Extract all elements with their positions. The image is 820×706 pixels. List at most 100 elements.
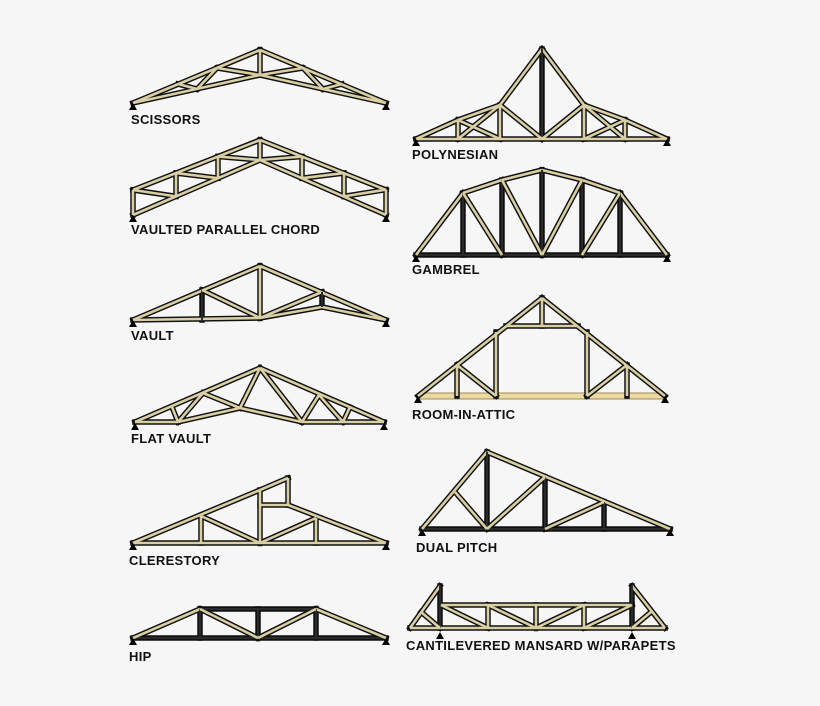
truss-member	[217, 155, 261, 162]
support-icon	[412, 255, 420, 262]
truss-member	[318, 394, 344, 423]
truss-member	[132, 158, 261, 217]
truss-member	[456, 363, 497, 398]
truss-member	[341, 406, 352, 423]
truss-member	[259, 138, 387, 192]
truss-member	[580, 192, 622, 256]
truss-member	[238, 367, 262, 409]
truss-member	[134, 366, 261, 424]
truss-member	[259, 476, 289, 492]
truss-member	[177, 406, 241, 424]
truss-member	[200, 514, 261, 545]
label-cantilevered-mansard: CANTILEVERED MANSARD W/PARAPETS	[406, 638, 676, 653]
truss-member	[322, 82, 343, 91]
support-icon	[380, 423, 388, 430]
truss-member	[175, 171, 219, 180]
truss-member	[300, 394, 321, 423]
truss-member	[461, 192, 504, 256]
truss-member	[457, 118, 501, 141]
truss-member	[544, 500, 605, 531]
support-icon	[129, 103, 137, 110]
truss-cantilevered-mansard	[406, 582, 669, 639]
truss-member	[583, 103, 626, 141]
truss-member	[302, 67, 324, 90]
truss-member	[535, 603, 585, 630]
label-polynesian: POLYNESIAN	[412, 147, 499, 162]
truss-member	[259, 305, 323, 320]
truss-member	[132, 138, 261, 192]
truss-member	[239, 406, 303, 424]
truss-member	[457, 103, 501, 141]
truss-member	[500, 179, 544, 256]
truss-member	[321, 305, 387, 322]
truss-member	[583, 118, 626, 141]
truss-member	[196, 67, 218, 90]
truss-member	[259, 155, 303, 162]
truss-member	[259, 516, 317, 545]
truss-member	[581, 178, 621, 195]
truss-member	[454, 491, 488, 530]
support-icon	[131, 423, 139, 430]
label-flat-vault: FLAT VAULT	[131, 431, 212, 446]
truss-member	[630, 585, 667, 629]
support-icon	[382, 103, 390, 110]
truss-member	[618, 192, 669, 256]
truss-member	[499, 103, 543, 141]
truss-member	[624, 118, 668, 141]
truss-member	[301, 171, 345, 180]
truss-flat-vault	[131, 364, 388, 430]
truss-member	[440, 603, 489, 630]
truss-member	[541, 103, 585, 141]
truss-member	[202, 391, 241, 410]
truss-member	[216, 66, 261, 77]
support-icon	[382, 320, 390, 327]
truss-member	[415, 118, 459, 141]
truss-member	[177, 392, 204, 423]
truss-member	[487, 603, 537, 630]
truss-vault	[129, 262, 390, 327]
label-gambrel: GAMBREL	[412, 262, 480, 277]
truss-member	[132, 264, 261, 322]
truss-gambrel	[412, 166, 671, 262]
support-icon	[412, 139, 420, 146]
truss-member	[259, 66, 304, 77]
truss-member	[420, 611, 441, 629]
truss-dual-pitch	[418, 448, 674, 536]
truss-member	[315, 607, 387, 640]
truss-member	[421, 451, 488, 530]
support-icon	[382, 543, 390, 550]
truss-member	[287, 503, 387, 545]
support-icon	[382, 215, 390, 222]
support-icon	[418, 529, 426, 536]
support-icon	[129, 320, 137, 327]
support-icon	[129, 638, 137, 645]
truss-member	[414, 192, 465, 256]
truss-member	[199, 607, 259, 640]
truss-member	[486, 450, 671, 531]
truss-member	[177, 82, 198, 91]
truss-scissors	[129, 46, 390, 110]
support-icon	[628, 632, 636, 639]
support-icon	[129, 215, 137, 222]
label-room-in-attic: ROOM-IN-ATTIC	[412, 407, 516, 422]
support-icon	[663, 255, 671, 262]
support-icon	[666, 529, 674, 536]
support-icon	[382, 638, 390, 645]
truss-member	[583, 603, 633, 630]
label-scissors: SCISSORS	[131, 112, 201, 127]
truss-member	[132, 488, 261, 545]
truss-member	[462, 178, 503, 195]
truss-member	[258, 367, 304, 423]
truss-member	[170, 406, 180, 423]
support-icon	[129, 543, 137, 550]
label-clerestory: CLERESTORY	[129, 553, 221, 568]
truss-member	[132, 188, 177, 198]
truss-member	[259, 290, 323, 320]
support-icon	[661, 396, 669, 403]
truss-member	[486, 476, 546, 530]
truss-member	[408, 585, 442, 629]
truss-member	[132, 316, 261, 322]
truss-member	[541, 168, 583, 182]
